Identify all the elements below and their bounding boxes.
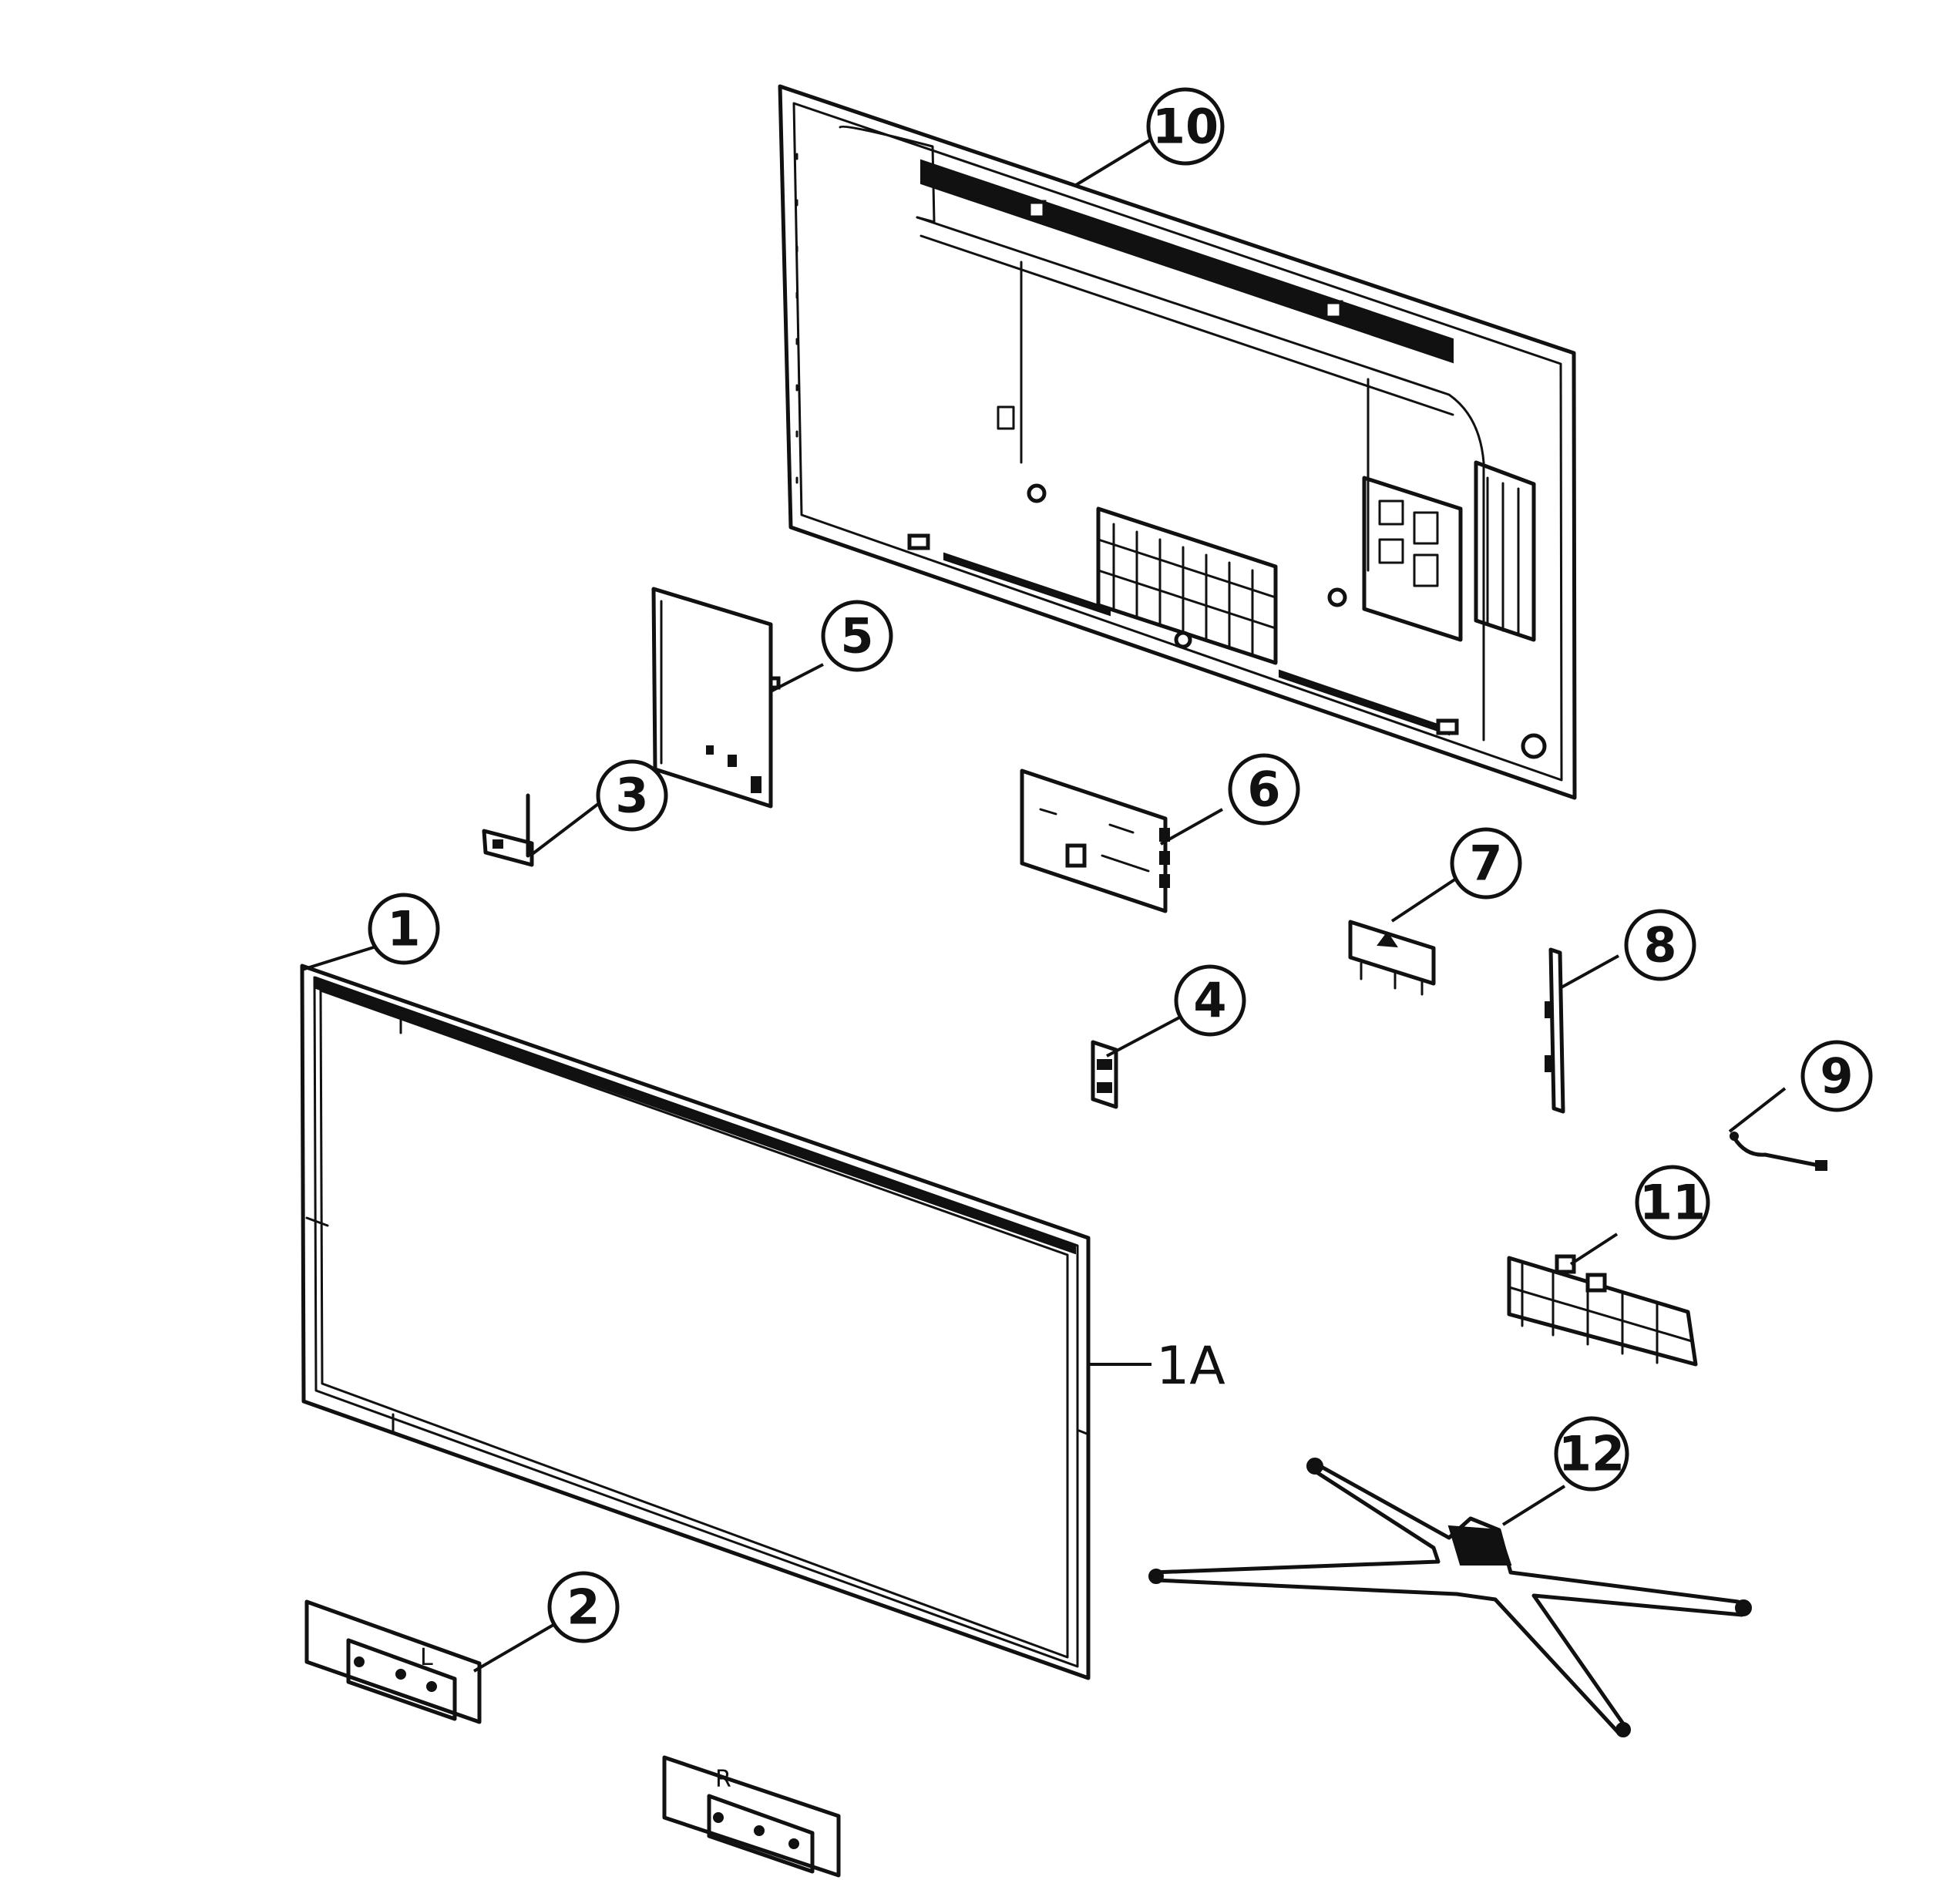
leader-lines <box>301 137 1787 1673</box>
cable-part-9 <box>1730 1132 1827 1171</box>
svg-text:8: 8 <box>1643 917 1676 974</box>
svg-text:11: 11 <box>1639 1175 1706 1231</box>
svg-text:9: 9 <box>1820 1048 1853 1105</box>
callout-4: 4 <box>1174 964 1246 1037</box>
svg-text:2: 2 <box>566 1579 600 1636</box>
cover-part-7 <box>1348 920 1436 996</box>
svg-text:6: 6 <box>1247 762 1280 818</box>
clip-part-4 <box>1091 1040 1118 1109</box>
callout-6: 6 <box>1228 753 1300 826</box>
callout-1: 1 <box>368 893 440 965</box>
callout-12: 12 <box>1554 1416 1629 1492</box>
callout-7: 7 <box>1450 827 1522 900</box>
bracket-left-part-2: L <box>304 1599 482 1724</box>
svg-text:5: 5 <box>840 608 873 664</box>
bracket-right-mark: R <box>715 1766 731 1793</box>
svg-text:10: 10 <box>1152 99 1219 155</box>
front-bezel-part-1 <box>300 964 1091 1680</box>
callout-11: 11 <box>1635 1165 1710 1240</box>
svg-text:7: 7 <box>1469 836 1502 892</box>
bracket-right-part-2: R <box>662 1755 841 1878</box>
callout-9: 9 <box>1800 1040 1873 1112</box>
callout-5: 5 <box>821 600 893 672</box>
label-1a: 1A <box>1156 1336 1225 1397</box>
stand-neck-part-11 <box>1507 1254 1698 1367</box>
bracket-left-mark: L <box>420 1644 433 1671</box>
callout-10: 10 <box>1146 87 1225 166</box>
svg-text:3: 3 <box>615 768 648 824</box>
bar-part-8 <box>1545 947 1565 1114</box>
svg-text:1: 1 <box>387 901 420 957</box>
svg-text:4: 4 <box>1193 973 1226 1029</box>
callout-2: 2 <box>547 1571 620 1643</box>
rear-cabinet-part-10 <box>778 84 1577 800</box>
board-part-5 <box>651 587 781 809</box>
bracket-part-3 <box>482 793 534 867</box>
main-board-part-6 <box>1020 768 1170 913</box>
svg-text:12: 12 <box>1558 1426 1625 1482</box>
callout-3: 3 <box>596 759 668 832</box>
stand-base-part-12 <box>1148 1458 1752 1737</box>
callout-8: 8 <box>1624 909 1696 981</box>
